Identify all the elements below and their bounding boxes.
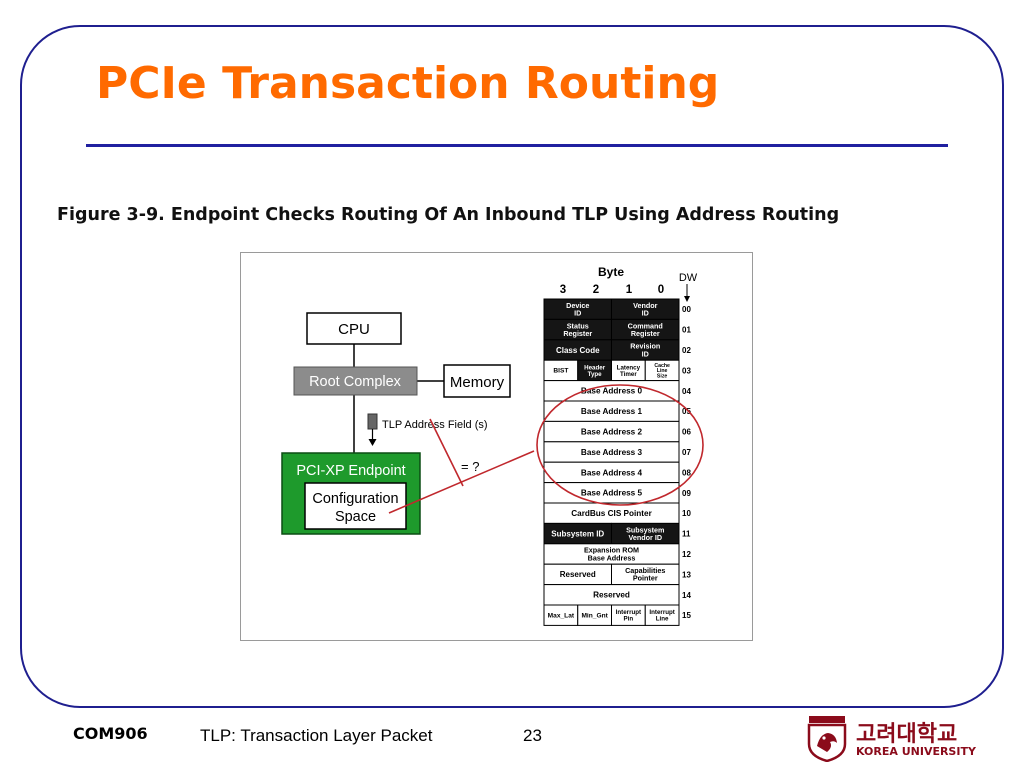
dw-number: 02	[682, 346, 691, 355]
slide-title: PCIe Transaction Routing	[96, 58, 720, 109]
config-space-label-line1: Configuration	[312, 491, 398, 507]
register-cell	[644, 604, 680, 626]
register-cell-label: Subsystem	[626, 525, 664, 534]
tlp-packet-icon	[367, 413, 378, 430]
footer-course-code: COM906	[73, 724, 148, 743]
register-cell-label: Reserved	[593, 591, 630, 600]
dw-number: 07	[682, 448, 691, 457]
register-cell-label: ID	[642, 349, 649, 358]
register-cell-label: BIST	[553, 368, 568, 375]
register-cell-label: Vendor	[633, 301, 658, 310]
register-cell-label: Register	[563, 329, 592, 338]
logo-english-text: KOREA UNIVERSITY	[856, 745, 976, 758]
cpu-box	[306, 312, 402, 345]
figure-caption: Figure 3-9. Endpoint Checks Routing Of A…	[57, 205, 840, 225]
register-cell-label: Base Address 1	[581, 407, 643, 416]
dw-number: 06	[682, 428, 691, 437]
register-cell-label: Max_Lat	[548, 613, 575, 620]
dw-number: 08	[682, 468, 691, 477]
register-cell-label: Base Address 2	[581, 427, 643, 436]
dw-number: 01	[682, 326, 691, 335]
register-cell-label: Line	[657, 368, 668, 374]
register-cell-label: Register	[631, 329, 660, 338]
dw-number: 14	[682, 591, 691, 600]
root-complex-label: Root Complex	[309, 374, 402, 390]
register-cell-label: Revision	[630, 342, 660, 351]
root-complex-box	[293, 366, 418, 396]
register-cell-label: Base Address	[588, 553, 636, 562]
tlp-arrow-head	[368, 439, 377, 446]
register-cell-label: ID	[574, 309, 581, 318]
register-cell-label: Timer	[620, 371, 637, 378]
register-cell-label: Capabilities	[625, 566, 665, 575]
memory-label: Memory	[450, 374, 505, 391]
tiger-emblem-icon	[807, 716, 847, 763]
register-cell-label: Interrupt	[616, 609, 641, 616]
register-cell-label: Base Address 0	[581, 387, 643, 396]
dw-number: 03	[682, 366, 691, 375]
register-cell-label: Subsystem ID	[551, 529, 604, 538]
register-cell-label: Size	[657, 374, 667, 380]
register-cell-label: Base Address 4	[581, 468, 643, 477]
dw-header: DW	[679, 272, 698, 284]
slide-frame	[20, 25, 1004, 708]
register-cell-label: Min_Gnt	[581, 613, 608, 620]
byte-number-1: 1	[626, 284, 633, 296]
dw-number: 15	[682, 611, 691, 620]
register-cell-label: Cache	[654, 363, 670, 369]
tlp-address-label: TLP Address Field (s)	[382, 419, 488, 431]
config-space-box	[304, 482, 407, 530]
university-logo: 고려대학교 KOREA UNIVERSITY	[806, 716, 986, 763]
register-cell-label: Device	[566, 301, 589, 310]
logo-korean-text: 고려대학교	[856, 722, 958, 747]
register-cell-label: Latency	[617, 364, 641, 371]
register-cell-label: Pointer	[633, 574, 658, 583]
register-cell-label: CardBus CIS Pointer	[571, 509, 652, 518]
footer-subject: TLP: Transaction Layer Packet	[200, 726, 433, 745]
byte-number-2: 2	[593, 284, 599, 296]
dw-number: 10	[682, 509, 691, 518]
page-number: 23	[523, 726, 542, 745]
register-cell-label: Expansion ROM	[584, 546, 639, 555]
register-cell-label: Command	[628, 321, 663, 330]
register-cell-label: Type	[588, 371, 603, 378]
register-cell-label: Header	[584, 364, 606, 371]
tlp-pointer-line	[429, 418, 464, 487]
register-cell-label: Base Address 5	[581, 489, 643, 498]
register-cell-label: Status	[567, 321, 589, 330]
dw-number: 09	[682, 489, 691, 498]
register-cell-label: Class Code	[556, 346, 600, 355]
dw-number: 11	[682, 530, 691, 539]
dw-number: 13	[682, 570, 691, 579]
dw-number: 00	[682, 305, 691, 314]
byte-number-3: 3	[560, 284, 566, 296]
cpu-label: CPU	[338, 321, 370, 338]
memory-box	[443, 364, 511, 398]
dw-number: 12	[682, 550, 691, 559]
routing-figure: CPU Root Complex Memory TLP Address Fiel…	[240, 252, 753, 641]
byte-header: Byte	[598, 265, 624, 279]
base-address-highlight	[536, 384, 704, 506]
register-cell-label: Vendor ID	[628, 533, 662, 542]
equals-question-label: = ?	[461, 459, 479, 474]
dw-number: 05	[682, 407, 691, 416]
endpoint-label: PCI-XP Endpoint	[296, 463, 405, 479]
register-cell-label: Interrupt	[649, 609, 674, 616]
routing-diagram: CPU Root Complex Memory TLP Address Fiel…	[281, 265, 704, 626]
register-cell-label: Line	[656, 616, 669, 623]
byte-number-0: 0	[658, 284, 664, 296]
dw-number: 04	[682, 387, 691, 396]
title-underline	[86, 144, 948, 147]
register-cell-label: ID	[642, 309, 649, 318]
config-space-label-line2: Space	[335, 509, 376, 525]
register-cell-label: Base Address 3	[581, 448, 643, 457]
register-cell-label: Reserved	[560, 570, 596, 579]
register-cell-label: Pin	[624, 616, 634, 623]
dw-arrow-head	[684, 296, 690, 302]
